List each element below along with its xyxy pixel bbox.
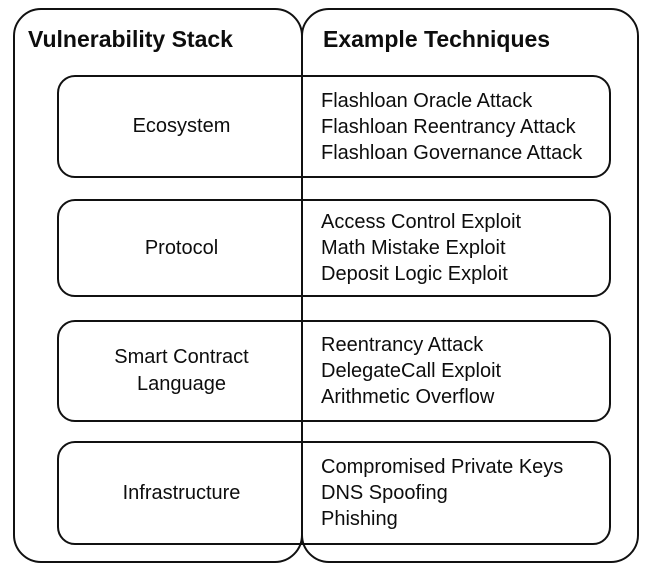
- layer-label-text: Ecosystem: [132, 115, 231, 137]
- technique-list-ecosystem: Flashloan Oracle Attack Flashloan Reentr…: [304, 77, 609, 176]
- technique-list-protocol: Access Control Exploit Math Mistake Expl…: [304, 201, 609, 295]
- row-ecosystem: Ecosystem Flashloan Oracle Attack Flashl…: [57, 75, 611, 178]
- row-smart-contract-language: Smart Contract Language Reentrancy Attac…: [57, 320, 611, 422]
- technique-item: DelegateCall Exploit: [321, 360, 502, 382]
- layer-label-ecosystem: Ecosystem: [59, 77, 304, 176]
- layer-label-infrastructure: Infrastructure: [59, 443, 304, 543]
- technique-item: Flashloan Governance Attack: [321, 141, 583, 164]
- technique-item: Phishing: [321, 508, 398, 530]
- technique-item: Flashloan Reentrancy Attack: [321, 115, 576, 138]
- example-techniques-title: Example Techniques: [323, 26, 551, 52]
- technique-item: Reentrancy Attack: [321, 334, 484, 356]
- technique-list-smart-contract-language: Reentrancy Attack DelegateCall Exploit A…: [304, 322, 609, 420]
- technique-item: DNS Spoofing: [321, 482, 448, 504]
- layer-label-text: Smart Contract Language: [114, 346, 249, 395]
- layer-label-smart-contract-language: Smart Contract Language: [59, 322, 304, 420]
- row-protocol: Protocol Access Control Exploit Math Mis…: [57, 199, 611, 297]
- technique-item: Math Mistake Exploit: [321, 237, 506, 259]
- technique-item: Arithmetic Overflow: [321, 386, 495, 408]
- row-infrastructure: Infrastructure Compromised Private Keys …: [57, 441, 611, 545]
- layer-label-protocol: Protocol: [59, 201, 304, 295]
- technique-item: Access Control Exploit: [321, 211, 522, 233]
- technique-item: Flashloan Oracle Attack: [321, 89, 533, 112]
- example-techniques-panel: [301, 8, 639, 563]
- vulnerability-stack-title: Vulnerability Stack: [28, 26, 233, 52]
- technique-list-infrastructure: Compromised Private Keys DNS Spoofing Ph…: [304, 443, 609, 543]
- layer-label-text: Infrastructure: [122, 481, 241, 504]
- layer-label-text: Protocol: [144, 236, 219, 259]
- technique-item: Deposit Logic Exploit: [321, 263, 508, 285]
- technique-item: Compromised Private Keys: [321, 456, 564, 478]
